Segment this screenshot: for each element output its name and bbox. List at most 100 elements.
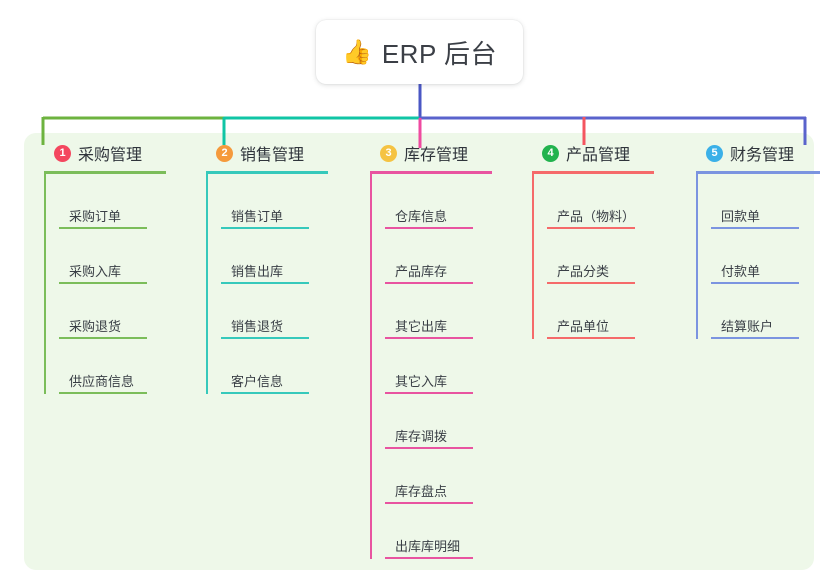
column-items: 采购订单采购入库采购退货供应商信息 [44,174,200,394]
tree-item[interactable]: 回款单 [711,174,839,229]
tree-item[interactable]: 产品单位 [547,284,688,339]
tree-item-label: 采购入库 [69,264,122,279]
column-header-rule [696,171,820,174]
tree-item[interactable]: 其它入库 [385,339,526,394]
column-items: 销售订单销售出库销售退货客户信息 [206,174,362,394]
column-spine [370,174,372,559]
tree-item[interactable]: 出库库明细 [385,504,526,559]
tree-item-rule [385,392,473,394]
tree-item-label: 采购订单 [69,209,122,224]
tree-item-rule [221,337,309,339]
tree-item-rule [221,282,309,284]
column-badge-icon: 5 [706,144,723,162]
tree-item-rule [385,227,473,229]
tree-item-rule [711,337,799,339]
tree-item-label: 销售出库 [231,264,284,279]
tree-item-rule [59,392,147,394]
thumbs-up-icon: 👍 [341,38,372,66]
tree-item-rule [385,337,473,339]
column-title: 销售管理 [240,147,305,164]
tree-item-label: 采购退货 [69,319,122,334]
tree-item[interactable]: 仓库信息 [385,174,526,229]
tree-item-label: 客户信息 [231,374,284,389]
tree-item-label: 产品（物料） [557,209,636,224]
tree-item-rule [711,227,799,229]
tree-item-label: 结算账户 [721,319,774,334]
column-items: 回款单付款单结算账户 [696,174,839,339]
tree-item[interactable]: 其它出库 [385,284,526,339]
tree-item-label: 其它入库 [395,374,448,389]
column-header-rule [44,171,166,174]
column-title: 库存管理 [404,147,469,164]
column-badge-icon: 3 [380,144,397,162]
tree-item[interactable]: 客户信息 [221,339,362,394]
tree-item-label: 仓库信息 [395,209,448,224]
tree-item[interactable]: 库存调拨 [385,394,526,449]
tree-item-label: 回款单 [721,209,761,224]
tree-item[interactable]: 销售出库 [221,229,362,284]
tree-item[interactable]: 销售订单 [221,174,362,229]
tree-item-label: 付款单 [721,264,761,279]
tree-item-rule [711,282,799,284]
tree-item-rule [59,337,147,339]
tree-item-rule [385,557,473,559]
tree-item-rule [385,502,473,504]
tree-item[interactable]: 采购入库 [59,229,200,284]
column-badge-icon: 4 [542,144,559,162]
column-title: 采购管理 [78,147,143,164]
column-spine [44,174,46,394]
root-node-card[interactable]: 👍 ERP 后台 [316,20,523,84]
column-header-2[interactable]: 2 销售管理 [202,140,362,166]
tree-item[interactable]: 产品库存 [385,229,526,284]
tree-item[interactable]: 结算账户 [711,284,839,339]
tree-item-label: 产品单位 [557,319,610,334]
column-title: 财务管理 [730,147,795,164]
column-items: 产品（物料） 产品分类产品单位 [532,174,688,339]
tree-item-rule [59,227,147,229]
root-node-title: ERP 后台 [381,38,498,69]
tree-item-rule [385,447,473,449]
tree-item-rule [221,227,309,229]
tree-item[interactable]: 产品分类 [547,229,688,284]
column-title: 产品管理 [566,147,631,164]
tree-item[interactable]: 采购订单 [59,174,200,229]
column-spine [206,174,208,394]
tree-item[interactable]: 采购退货 [59,284,200,339]
tree-item-label: 销售退货 [231,319,284,334]
tree-item[interactable]: 付款单 [711,229,839,284]
tree-item[interactable]: 库存盘点 [385,449,526,504]
column-items: 仓库信息产品库存其它出库其它入库库存调拨库存盘点出库库明细 [370,174,526,559]
tree-item-label: 出库库明细 [395,539,461,554]
tree-item[interactable]: 销售退货 [221,284,362,339]
column-财务管理: 5 财务管理回款单付款单结算账户 [692,140,839,339]
column-产品管理: 4 产品管理产品（物料） 产品分类产品单位 [528,140,688,339]
tree-item-rule [385,282,473,284]
column-header-rule [206,171,328,174]
tree-item-label: 销售订单 [231,209,284,224]
tree-item-rule [547,282,635,284]
tree-item-label: 产品分类 [557,264,610,279]
tree-item-label: 库存盘点 [395,484,448,499]
column-header-5[interactable]: 5 财务管理 [692,140,839,166]
column-spine [696,174,698,339]
tree-item-rule [221,392,309,394]
column-header-3[interactable]: 3 库存管理 [366,140,526,166]
column-库存管理: 3 库存管理仓库信息产品库存其它出库其它入库库存调拨库存盘点出库库明细 [366,140,526,559]
column-spine [532,174,534,339]
tree-item-rule [547,227,635,229]
column-header-rule [370,171,492,174]
column-销售管理: 2 销售管理销售订单销售出库销售退货客户信息 [202,140,362,394]
tree-item-rule [59,282,147,284]
column-badge-icon: 2 [216,144,233,162]
tree-item-rule [547,337,635,339]
column-header-4[interactable]: 4 产品管理 [528,140,688,166]
tree-item[interactable]: 供应商信息 [59,339,200,394]
tree-item-label: 产品库存 [395,264,448,279]
diagram-panel [24,133,814,570]
tree-item-label: 供应商信息 [69,374,135,389]
tree-item-label: 其它出库 [395,319,448,334]
tree-item[interactable]: 产品（物料） [547,174,688,229]
tree-item-label: 库存调拨 [395,429,448,444]
